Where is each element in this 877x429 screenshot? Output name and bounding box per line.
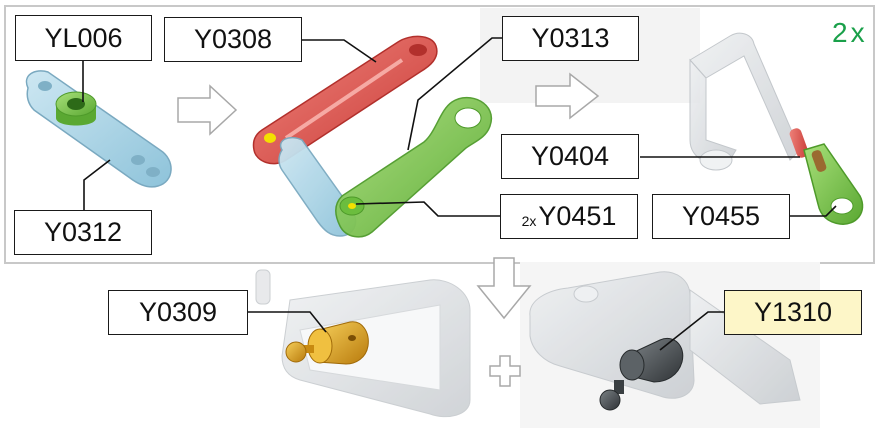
- arrow-right-icon: [177, 84, 238, 136]
- part-y0313-green-link: [335, 96, 493, 238]
- label-y0312: Y0312: [14, 210, 152, 255]
- part-yl006-bushing: [55, 91, 97, 126]
- leader-y0309: [248, 311, 327, 333]
- part-y0455-green-link: [803, 143, 864, 225]
- label-y1310: Y1310: [724, 290, 862, 335]
- part-ghost-frame-right: [689, 32, 801, 171]
- leader-lines: [82, 37, 837, 351]
- leader-y0451: [355, 201, 500, 217]
- label-y0455: Y0455: [652, 194, 790, 239]
- label-y0451-quantity-prefix: 2x: [521, 212, 537, 229]
- step-panel-frame: [4, 5, 875, 264]
- label-y0313: Y0313: [502, 16, 639, 61]
- leader-y0455: [790, 205, 837, 217]
- leader-y0313: [407, 37, 502, 151]
- arrow-right-icon: [535, 72, 600, 120]
- part-y1310-dark-joint: [599, 338, 684, 411]
- leader-y0312: [83, 159, 111, 210]
- part-y0309-gold-joint: [285, 321, 369, 365]
- arrow-down-icon: [476, 257, 532, 320]
- label-y0404: Y0404: [501, 134, 639, 179]
- leader-y1310: [659, 311, 724, 351]
- label-y0308: Y0308: [164, 17, 302, 62]
- leader-y0308: [302, 39, 377, 63]
- plus-icon: [489, 355, 521, 387]
- part-y0308-red-link: [252, 35, 438, 165]
- label-y0309: Y0309: [108, 290, 248, 335]
- label-yl006: YL006: [15, 15, 152, 61]
- quantity-badge: 2x: [832, 17, 868, 48]
- label-y0451-code: Y0451: [538, 201, 617, 231]
